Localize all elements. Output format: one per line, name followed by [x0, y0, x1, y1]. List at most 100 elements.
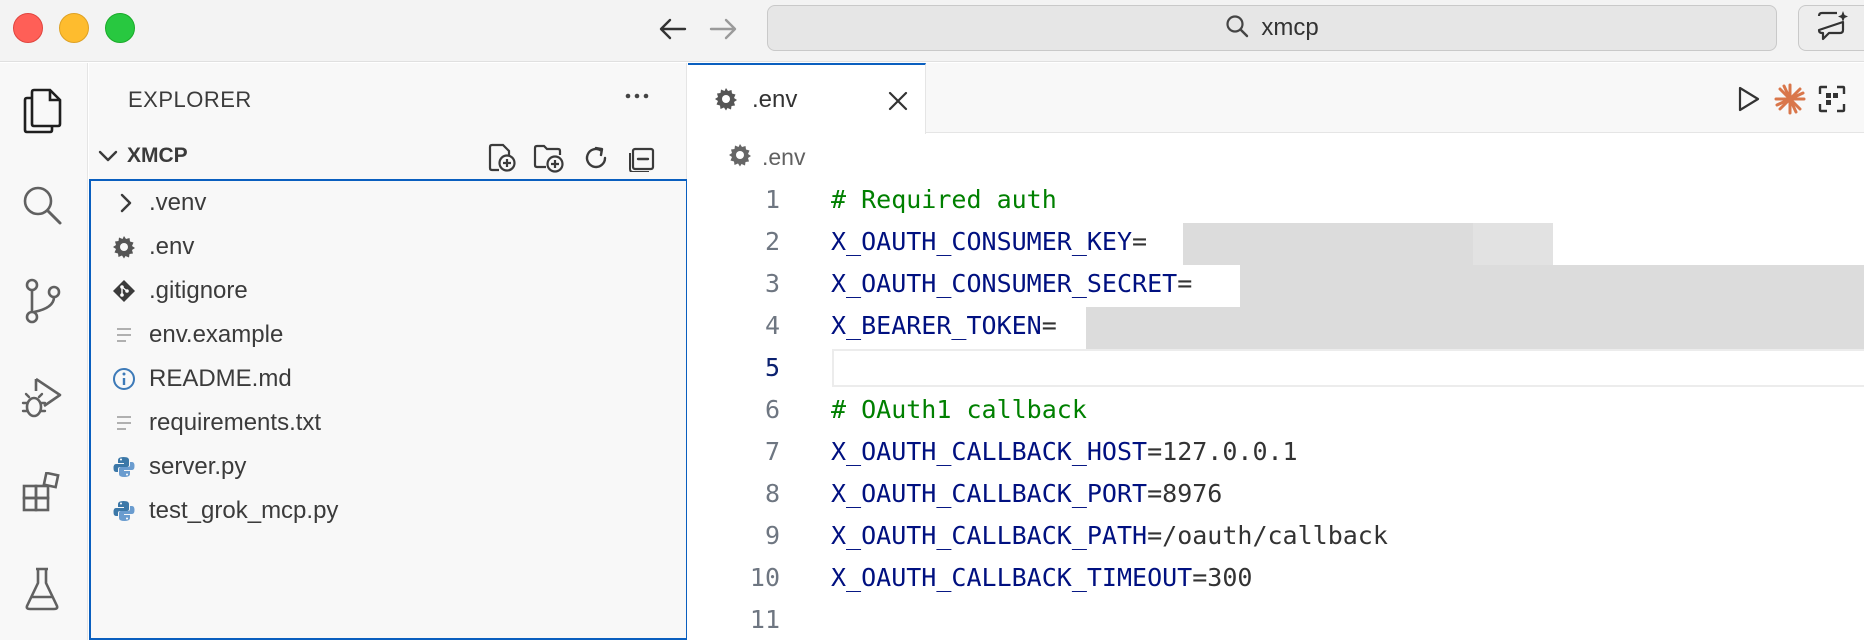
tree-item-label: .venv [149, 189, 207, 216]
env-key: X_OAUTH_CALLBACK_TIMEOUT [831, 563, 1193, 592]
gear-icon [714, 87, 738, 116]
search-icon[interactable] [14, 177, 70, 233]
forward-arrow-icon[interactable] [706, 12, 740, 46]
source-control-icon[interactable] [14, 273, 70, 329]
back-arrow-icon[interactable] [656, 12, 690, 46]
line-number: 2 [764, 227, 780, 256]
command-center-search[interactable]: xmcp [767, 5, 1777, 51]
close-window-button[interactable] [13, 13, 43, 43]
run-debug-icon[interactable] [14, 369, 70, 425]
tree-item-readme[interactable]: README.md [91, 357, 685, 401]
line-number: 11 [749, 605, 780, 634]
code-line: 1 # Required auth [688, 179, 1864, 221]
code-line: 10 X_OAUTH_CALLBACK_TIMEOUT=300 [688, 557, 1864, 599]
info-icon [111, 366, 137, 392]
line-number: 9 [764, 521, 780, 550]
file-tree: .venv .env .gitignore env.example README… [89, 179, 687, 640]
collapse-all-icon[interactable] [625, 141, 659, 175]
new-folder-icon[interactable] [532, 141, 566, 175]
line-number: 3 [764, 269, 780, 298]
gear-icon [728, 143, 752, 172]
python-icon [111, 498, 137, 524]
equals-sign: = [1132, 227, 1148, 256]
tab-bar: .env [688, 63, 1864, 134]
equals-sign: = [1177, 269, 1193, 298]
tree-item-requirements[interactable]: requirements.txt [91, 401, 685, 445]
python-icon [111, 454, 137, 480]
code-line-current: 5 [688, 347, 1864, 389]
root-folder-label: XMCP [127, 144, 188, 167]
explorer-icon[interactable] [14, 83, 70, 139]
tree-item-env-example[interactable]: env.example [91, 313, 685, 357]
chevron-right-icon [113, 190, 139, 216]
env-key: X_OAUTH_CALLBACK_HOST [831, 437, 1148, 466]
tree-item-server-py[interactable]: server.py [91, 445, 685, 489]
claude-icon[interactable] [1772, 81, 1808, 117]
equals-sign: = [1147, 437, 1163, 466]
new-file-icon[interactable] [485, 141, 519, 175]
tree-item-label: test_grok_mcp.py [149, 497, 339, 524]
code-line: 8 X_OAUTH_CALLBACK_PORT=8976 [688, 473, 1864, 515]
tree-item-label: .gitignore [149, 277, 248, 304]
breadcrumb-label: .env [762, 144, 806, 170]
close-icon[interactable] [884, 87, 912, 115]
refresh-icon[interactable] [579, 141, 613, 175]
folder-header[interactable]: XMCP [89, 139, 687, 175]
redacted-value [1183, 223, 1473, 265]
env-key: X_OAUTH_CALLBACK_PORT [831, 479, 1148, 508]
tab-label: .env [752, 86, 798, 113]
line-number: 10 [749, 563, 780, 592]
editor-area: .env .env 1 # Required auth 2 X_OAUTH_CO… [688, 63, 1864, 640]
tree-item-label: server.py [149, 453, 247, 480]
current-line-highlight [832, 349, 1864, 387]
minimize-window-button[interactable] [59, 13, 89, 43]
tree-item-label: requirements.txt [149, 409, 322, 436]
text-file-icon [111, 322, 137, 348]
line-number: 4 [764, 311, 780, 340]
zoom-window-button[interactable] [105, 13, 135, 43]
env-key: X_BEARER_TOKEN [831, 311, 1042, 340]
redacted-value [1473, 223, 1553, 265]
chat-sparkle-button[interactable] [1798, 5, 1864, 51]
search-icon [1225, 14, 1249, 43]
title-bar: xmcp [0, 0, 1864, 62]
explorer-sidebar: EXPLORER XMCP .venv [89, 63, 687, 640]
env-key: X_OAUTH_CONSUMER_KEY [831, 227, 1133, 256]
redacted-value [1240, 265, 1864, 307]
env-value: /oauth/callback [1162, 521, 1388, 550]
code-line: 6 # OAuth1 callback [688, 389, 1864, 431]
env-value: 300 [1207, 563, 1253, 592]
split-editor-icon[interactable] [1814, 81, 1850, 117]
code-line: 9 X_OAUTH_CALLBACK_PATH=/oauth/callback [688, 515, 1864, 557]
equals-sign: = [1192, 563, 1208, 592]
chevron-down-icon [97, 145, 119, 172]
chat-sparkle-icon [1815, 10, 1849, 47]
tree-item-label: .env [149, 233, 195, 260]
line-number: 6 [764, 395, 780, 424]
tab-env[interactable]: .env [688, 63, 926, 134]
line-number: 8 [764, 479, 780, 508]
env-key: X_OAUTH_CALLBACK_PATH [831, 521, 1148, 550]
tree-item-label: env.example [149, 321, 284, 348]
tree-item-gitignore[interactable]: .gitignore [91, 269, 685, 313]
breadcrumb[interactable]: .env [728, 143, 805, 172]
code-line: 7 X_OAUTH_CALLBACK_HOST=127.0.0.1 [688, 431, 1864, 473]
code-comment: # OAuth1 callback [831, 395, 1087, 424]
extensions-icon[interactable] [14, 465, 70, 521]
tree-item-env[interactable]: .env [91, 225, 685, 269]
text-file-icon [111, 410, 137, 436]
env-value: 127.0.0.1 [1162, 437, 1298, 466]
code-line: 2 X_OAUTH_CONSUMER_KEY= [688, 221, 1864, 265]
tree-item-test-grok-mcp-py[interactable]: test_grok_mcp.py [91, 489, 685, 533]
env-key: X_OAUTH_CONSUMER_SECRET [831, 269, 1178, 298]
code-line: 11 [688, 599, 1864, 640]
line-number: 5 [764, 353, 780, 382]
testing-icon[interactable] [14, 561, 70, 617]
activity-bar [0, 63, 88, 640]
gear-icon [111, 234, 137, 260]
equals-sign: = [1147, 479, 1163, 508]
tree-item-venv[interactable]: .venv [91, 181, 685, 225]
run-icon[interactable] [1730, 81, 1766, 117]
search-text: xmcp [1261, 14, 1319, 41]
more-actions-icon[interactable] [619, 81, 655, 111]
